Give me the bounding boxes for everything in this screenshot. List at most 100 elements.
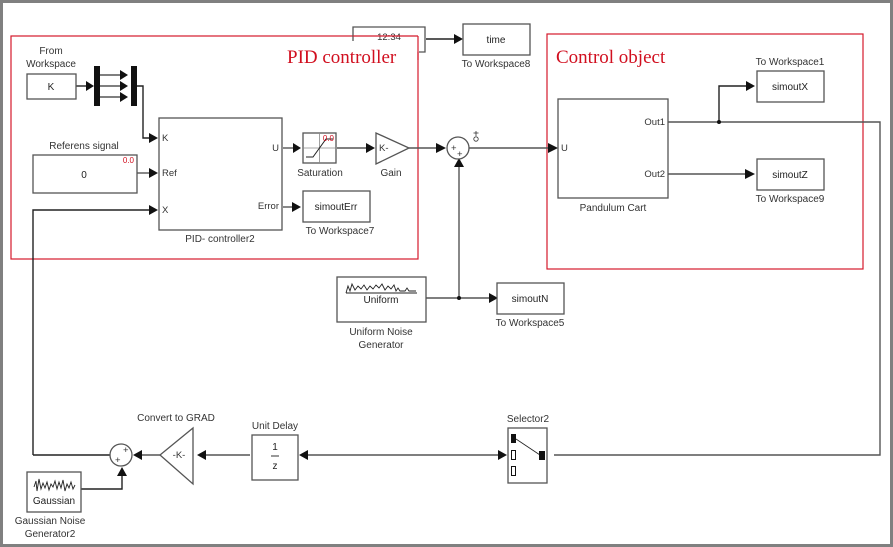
to-workspace9-label: To Workspace9 — [756, 194, 825, 205]
to-workspace7-content: simoutErr — [315, 202, 358, 213]
pendulum-cart-block[interactable]: U Out1 Out2 Pandulum Cart — [557, 98, 669, 214]
to-workspace1-content: simoutX — [772, 82, 808, 93]
unit-delay-block[interactable]: Unit Delay 1 z — [251, 421, 299, 481]
uniform-noise-wave-icon — [345, 282, 416, 294]
gaussian-noise-label-2: Generator2 — [25, 529, 76, 540]
to-workspace8-box[interactable] — [462, 23, 531, 56]
digital-clock-box[interactable] — [352, 26, 426, 53]
control-object-group: Control object — [546, 33, 864, 270]
pid-port-error: Error — [258, 201, 279, 212]
selector-switch-line — [515, 438, 541, 456]
digital-clock-block[interactable]: 12:34 — [352, 26, 426, 53]
arrow-simoutx-in — [746, 81, 755, 91]
unit-delay-label: Unit Delay — [252, 421, 298, 432]
arrow-selector-in — [498, 450, 507, 460]
selector-block[interactable]: Selector2 — [507, 414, 550, 484]
to-workspace8-block[interactable]: time To Workspace8 — [462, 23, 531, 70]
branch-point-uniform — [457, 296, 461, 300]
referens-signal-block[interactable]: Referens signal 0 0.0 — [32, 141, 138, 194]
convert-to-grad-block[interactable]: Convert to GRAD -K- — [137, 413, 215, 486]
referens-signal-content: 0 — [81, 170, 87, 181]
wire-out1-feedback — [554, 121, 881, 456]
from-workspace-block[interactable]: From Workspace K — [26, 46, 77, 100]
convert-to-grad-triangle[interactable] — [158, 426, 194, 486]
mux-block[interactable] — [131, 66, 137, 106]
pid-controller-block[interactable]: K Ref X U Error PID- controller2 — [158, 117, 283, 245]
gain-label: Gain — [380, 168, 401, 179]
arrow-pid-x — [149, 205, 158, 215]
to-workspace9-content: simoutZ — [772, 170, 808, 181]
sum-bottom-circle[interactable] — [109, 443, 133, 467]
convert-to-grad-content: -K- — [173, 450, 186, 461]
unit-delay-numerator: 1 — [272, 442, 278, 453]
sum-bottom-sign-1: + — [123, 445, 129, 456]
gain-block[interactable]: K- Gain — [375, 131, 411, 179]
gaussian-noise-block[interactable]: Gaussian Gaussian Noise Generator2 — [15, 471, 86, 540]
demux-block[interactable] — [94, 66, 100, 106]
gaussian-noise-content: Gaussian — [33, 496, 75, 507]
gaussian-noise-box[interactable] — [26, 471, 82, 513]
to-workspace5-label: To Workspace5 — [496, 318, 565, 329]
pid-group-title: PID controller — [287, 47, 397, 68]
arrow-pid-ref — [149, 168, 158, 178]
saturation-block[interactable]: 0.0 Saturation — [297, 132, 343, 179]
sum-top-block[interactable]: + + — [446, 131, 479, 160]
to-workspace7-box[interactable] — [302, 190, 371, 223]
arrow-err-in — [292, 202, 301, 212]
saturation-curve-icon — [306, 138, 333, 158]
arrow-sum2-bottom-in — [117, 467, 127, 476]
unit-delay-denominator: z — [273, 461, 278, 472]
pid-port-k: K — [162, 133, 169, 144]
test-point-icon — [473, 136, 479, 142]
arrow-simoutn-in — [489, 293, 498, 303]
selector-label: Selector2 — [507, 414, 550, 425]
control-group-title: Control object — [556, 47, 666, 68]
to-workspace7-block[interactable]: simoutErr To Workspace7 — [302, 190, 375, 237]
pendulum-port-out1: Out1 — [644, 117, 665, 128]
to-workspace9-box[interactable] — [756, 158, 825, 191]
saturation-label: Saturation — [297, 168, 343, 179]
uniform-noise-label-1: Uniform Noise — [349, 327, 413, 338]
arrow-sat-in — [293, 143, 301, 153]
unit-delay-box[interactable] — [251, 434, 299, 481]
arrow-sum-in — [436, 143, 446, 153]
selector-input-3-icon — [511, 466, 516, 476]
uniform-noise-label-2: Generator — [358, 340, 404, 351]
uniform-noise-block[interactable]: Uniform Uniform Noise Generator — [336, 276, 427, 351]
sum-bottom-sign-2: + — [115, 455, 121, 466]
wire-out1-simoutx — [718, 85, 747, 122]
sum-bottom-block[interactable]: + + — [109, 443, 133, 467]
selector-input-1-icon — [511, 434, 516, 443]
saturation-badge: 0.0 — [323, 134, 335, 143]
wires — [32, 38, 881, 490]
sum-top-sign-2: + — [457, 149, 463, 160]
to-workspace9-block[interactable]: simoutZ To Workspace9 — [756, 158, 825, 205]
gain-content: K- — [379, 143, 389, 154]
from-workspace-label-2: Workspace — [26, 59, 76, 70]
sum-top-circle[interactable] — [446, 136, 470, 160]
to-workspace5-box[interactable] — [496, 282, 565, 315]
arrow-time-in — [454, 34, 463, 44]
from-workspace-content: K — [48, 82, 55, 93]
branch-point-out1 — [717, 120, 721, 124]
wire-feedback-pid-x — [32, 209, 150, 455]
pendulum-cart-box[interactable] — [557, 98, 669, 199]
from-workspace-box[interactable] — [26, 73, 77, 100]
pid-port-ref: Ref — [162, 168, 177, 179]
gain-triangle[interactable] — [375, 131, 411, 166]
sum-top-sign-1: + — [451, 143, 457, 154]
to-workspace7-label: To Workspace7 — [306, 226, 375, 237]
pid-controller-box[interactable] — [158, 117, 283, 231]
to-workspace1-label: To Workspace1 — [756, 57, 825, 68]
referens-signal-label: Referens signal — [49, 141, 118, 152]
referens-signal-badge: 0.0 — [123, 156, 135, 165]
referens-signal-box[interactable] — [32, 154, 138, 194]
control-group-border — [546, 33, 864, 270]
to-workspace5-block[interactable]: simoutN To Workspace5 — [496, 282, 565, 329]
to-workspace1-block[interactable]: To Workspace1 simoutX — [756, 57, 825, 103]
arrow-mux-in2 — [120, 81, 128, 91]
to-workspace1-box[interactable] — [756, 70, 825, 103]
pendulum-cart-label: Pandulum Cart — [580, 203, 647, 214]
